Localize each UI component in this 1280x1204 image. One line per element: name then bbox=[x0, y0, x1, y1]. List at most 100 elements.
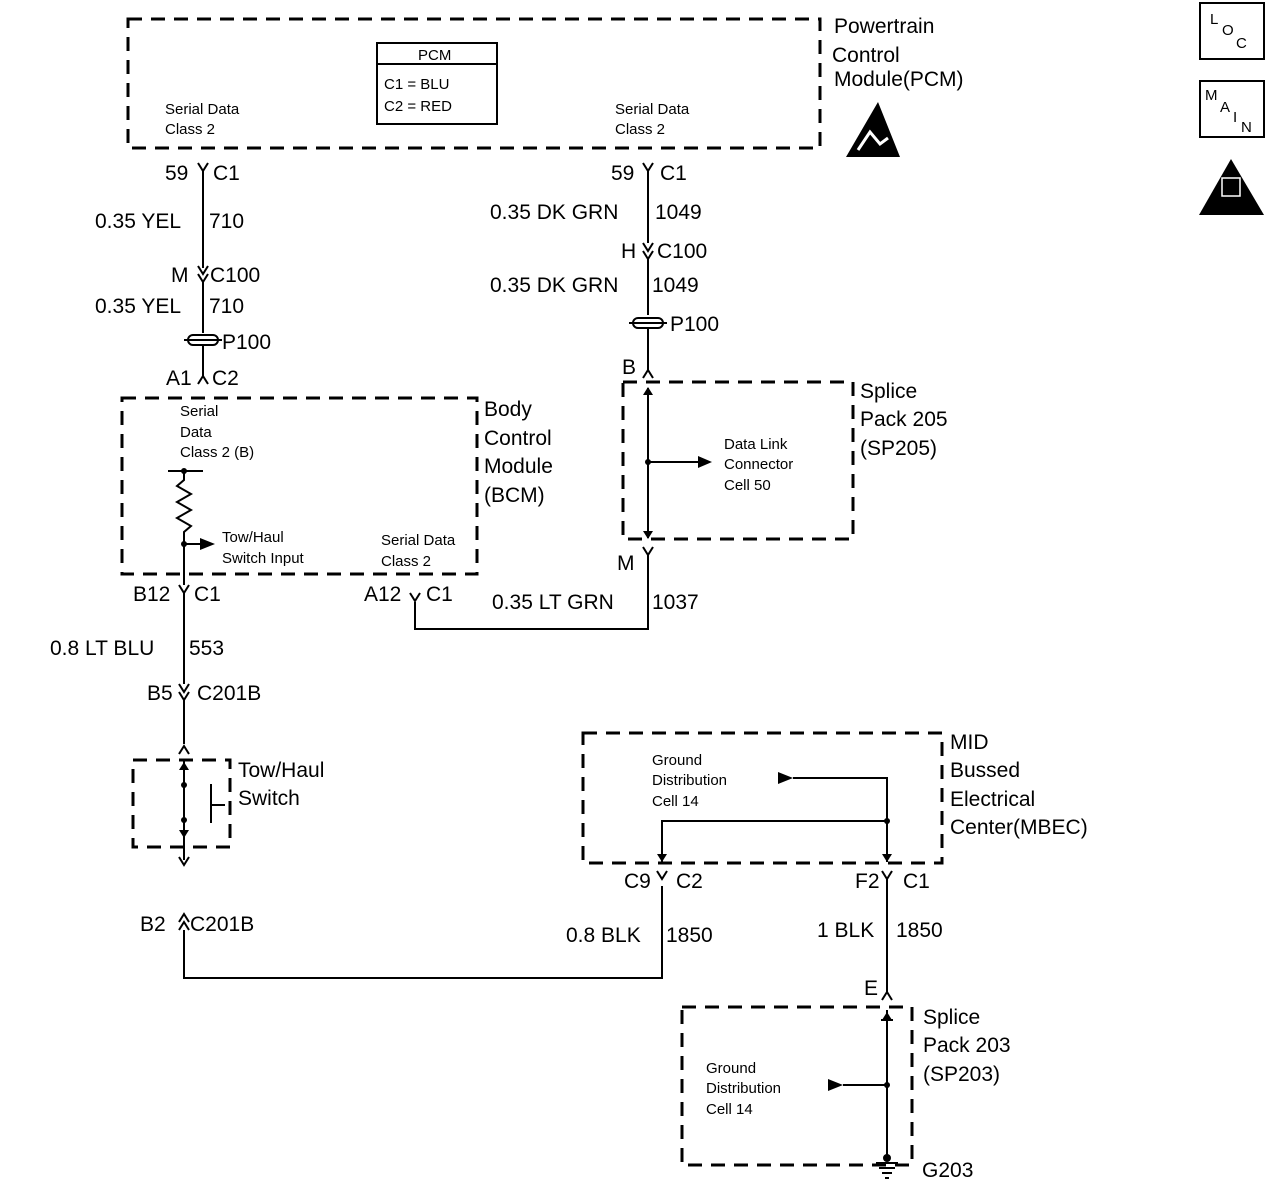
pcm-title: Powertrain bbox=[834, 15, 934, 38]
pcm-right-serial-label: Serial Data bbox=[615, 101, 690, 118]
mbec-title: Center(MBEC) bbox=[950, 816, 1088, 839]
pin-label: B2 bbox=[140, 913, 166, 936]
connector-label: C1 bbox=[194, 583, 221, 606]
legend-c2: C2 = RED bbox=[384, 98, 452, 115]
pin-label: A1 bbox=[166, 367, 192, 390]
connector-label: C1 bbox=[213, 162, 240, 185]
sp203-ground-label: Ground bbox=[706, 1060, 756, 1077]
obd-ii-icon: II OBD II bbox=[1199, 159, 1264, 215]
wire-gauge: 0.35 DK GRN bbox=[490, 274, 618, 297]
bcm-title: Body bbox=[484, 398, 532, 421]
splice-title: Splice bbox=[923, 1006, 980, 1029]
pass-through-grommet-icon bbox=[629, 317, 667, 329]
pin-label: C9 bbox=[624, 870, 651, 893]
loc-letter: C bbox=[1236, 35, 1247, 52]
tow-haul-switch: Tow/Haul Switch bbox=[131, 758, 324, 867]
pin-label: B12 bbox=[133, 583, 170, 606]
pcm-left-serial-label: Serial Data bbox=[165, 101, 240, 118]
wire-circuit: 1850 bbox=[666, 924, 713, 947]
splice-title: Pack 203 bbox=[923, 1034, 1011, 1057]
circuit-553: 0.8 LT BLU 553 B5 C201B bbox=[50, 593, 261, 755]
pcm-left-serial-label: Class 2 bbox=[165, 121, 215, 138]
mbec-module: MID Bussed Electrical Center(MBEC) Groun… bbox=[581, 731, 1088, 893]
connector-label: C2 bbox=[676, 870, 703, 893]
mbec-ground-label: Cell 14 bbox=[652, 793, 699, 810]
dlc-label: Cell 50 bbox=[724, 477, 771, 494]
splice-title: (SP203) bbox=[923, 1063, 1000, 1086]
pcm-connector-legend: PCM C1 = BLU C2 = RED bbox=[376, 42, 498, 125]
dlc-label: Connector bbox=[724, 456, 793, 473]
bcm-serial-b-label: Serial bbox=[180, 403, 218, 420]
bcm-serial-label: Serial Data bbox=[381, 532, 456, 549]
connector-label: C1 bbox=[903, 870, 930, 893]
mbec-ground-label: Ground bbox=[652, 752, 702, 769]
splice-title: Splice bbox=[860, 380, 917, 403]
wire-circuit: 1049 bbox=[652, 274, 699, 297]
pin-label: 59 bbox=[165, 162, 188, 185]
circuit-710: 59 C1 0.35 YEL 710 M C100 0.35 YEL 710 P… bbox=[95, 162, 271, 390]
pin-label: E bbox=[864, 977, 878, 1000]
connector-label: C1 bbox=[426, 583, 453, 606]
loc-letter: O bbox=[1222, 22, 1234, 39]
bcm-serial-b-label: Data bbox=[180, 424, 212, 441]
pcm-title: Module(PCM) bbox=[834, 68, 964, 91]
connector-label: C100 bbox=[657, 240, 707, 263]
esd-warning-icon bbox=[846, 102, 900, 157]
main-icon: M A I N bbox=[1199, 80, 1265, 138]
wire-circuit: 553 bbox=[189, 637, 224, 660]
pass-through-label: P100 bbox=[222, 331, 271, 354]
splice-title: (SP205) bbox=[860, 437, 937, 460]
wire-gauge: 0.35 LT GRN bbox=[492, 591, 614, 614]
pass-through-label: P100 bbox=[670, 313, 719, 336]
obd-text: OBD II bbox=[1217, 203, 1245, 213]
pull-up-resistor-icon bbox=[168, 468, 203, 585]
connector-label: C2 bbox=[212, 367, 239, 390]
switch-title: Tow/Haul bbox=[238, 759, 324, 782]
splice-pack-203: E Splice Pack 203 (SP203) Ground Distrib… bbox=[680, 977, 1011, 1182]
tow-input-label: Switch Input bbox=[222, 550, 305, 567]
bcm-serial-label: Class 2 bbox=[381, 553, 431, 570]
pcm-right-serial-label: Class 2 bbox=[615, 121, 665, 138]
pin-label: M bbox=[617, 552, 635, 575]
wire-gauge: 0.35 YEL bbox=[95, 210, 181, 233]
wire-circuit: 710 bbox=[209, 210, 244, 233]
bcm-title: (BCM) bbox=[484, 484, 545, 507]
pin-label: A12 bbox=[364, 583, 401, 606]
pass-through-grommet-icon bbox=[184, 334, 222, 346]
mbec-title: MID bbox=[950, 731, 989, 754]
loc-letter: L bbox=[1210, 11, 1218, 28]
wire-circuit: 1049 bbox=[655, 201, 702, 224]
legend-title: PCM bbox=[418, 47, 451, 64]
bcm-module: Body Control Module (BCM) Serial Data Cl… bbox=[120, 396, 553, 606]
pin-label: B5 bbox=[147, 682, 173, 705]
obd-numeral: II bbox=[1228, 183, 1234, 195]
pin-label: F2 bbox=[855, 870, 880, 893]
splice-title: Pack 205 bbox=[860, 408, 948, 431]
pin-label: 59 bbox=[611, 162, 634, 185]
pin-label: H bbox=[621, 240, 636, 263]
bcm-title: Control bbox=[484, 427, 552, 450]
pcm-title: Control bbox=[832, 44, 900, 67]
wire-circuit: 710 bbox=[209, 295, 244, 318]
loc-icon: L O C bbox=[1199, 2, 1265, 60]
wire-gauge: 0.35 YEL bbox=[95, 295, 181, 318]
main-letter: M bbox=[1205, 87, 1218, 104]
connector-label: C201B bbox=[190, 913, 254, 936]
wire-gauge: 0.35 DK GRN bbox=[490, 201, 618, 224]
main-letter: A bbox=[1220, 99, 1230, 116]
wire-gauge: 1 BLK bbox=[817, 919, 874, 942]
tow-input-label: Tow/Haul bbox=[222, 529, 284, 546]
bcm-serial-b-label: Class 2 (B) bbox=[180, 444, 254, 461]
switch-contact-icon bbox=[181, 782, 225, 823]
pin-label: B bbox=[622, 356, 636, 379]
wire-gauge: 0.8 BLK bbox=[566, 924, 641, 947]
circuit-1049: 59 C1 0.35 DK GRN 1049 H C100 0.35 DK GR… bbox=[490, 162, 719, 379]
switch-title: Switch bbox=[238, 787, 300, 810]
wire-circuit: 1850 bbox=[896, 919, 943, 942]
bcm-title: Module bbox=[484, 455, 553, 478]
ground-wire-1850-left bbox=[178, 886, 663, 979]
main-letter: N bbox=[1241, 119, 1252, 136]
connector-label: C201B bbox=[197, 682, 261, 705]
wire-gauge: 0.8 LT BLU bbox=[50, 637, 154, 660]
